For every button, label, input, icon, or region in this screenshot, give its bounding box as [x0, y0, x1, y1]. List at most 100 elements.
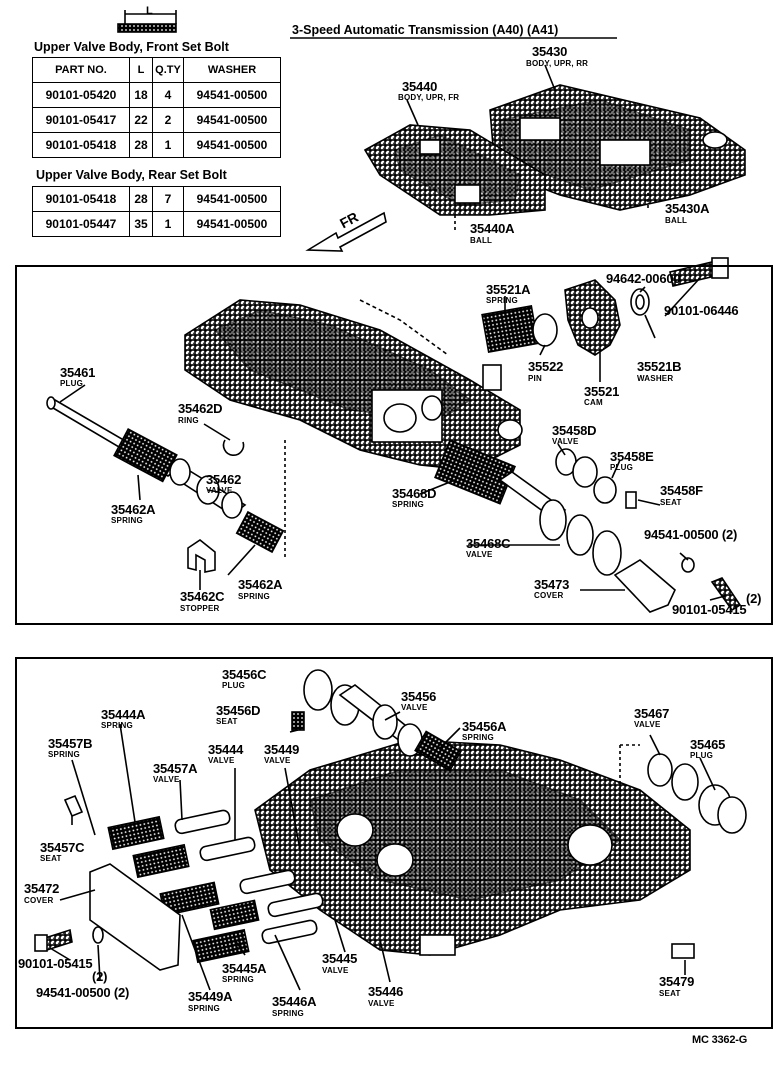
washer-94541-bottom	[92, 926, 104, 944]
table-row: 90101-05418 28 7 94541-00500	[32, 186, 281, 212]
part-number: 35522	[528, 359, 564, 374]
valve-35468C	[498, 471, 622, 576]
part-description: VALVE	[322, 966, 349, 975]
part-description: SPRING	[48, 750, 80, 759]
cell: 94541-00500	[183, 82, 281, 108]
part-number: 35430	[532, 44, 568, 59]
bottom-valve-body	[254, 739, 691, 956]
part-description: VALVE	[206, 486, 233, 495]
part-number: 35449A	[188, 989, 233, 1004]
cell: 1	[152, 211, 184, 237]
part-description: PLUG	[222, 681, 246, 690]
valve-35458D	[555, 448, 598, 488]
cell: 22	[129, 107, 153, 133]
part-number: 35473	[534, 577, 570, 592]
part-number: 35456A	[462, 719, 507, 734]
part-description: SPRING	[111, 516, 143, 525]
col-length: L	[129, 57, 153, 83]
part-quantity: (2)	[92, 969, 108, 984]
part-number: 35457B	[48, 736, 93, 751]
part-number: 35444	[208, 742, 244, 757]
part-description: PLUG	[610, 463, 634, 472]
cell: 90101-05447	[32, 211, 130, 237]
cell: 4	[152, 82, 184, 108]
part-number: 90101-05415	[672, 602, 747, 617]
part-description: SPRING	[188, 1004, 220, 1013]
front-direction-arrow	[305, 211, 387, 252]
spring-35462A-small	[235, 510, 285, 554]
ring-35462D	[222, 439, 245, 456]
part-number: 35461	[60, 365, 96, 380]
part-description: BALL	[665, 216, 688, 225]
cell: 7	[152, 186, 184, 212]
washer-35521B	[630, 288, 650, 316]
part-description: WASHER	[637, 374, 674, 383]
part-description: SPRING	[222, 975, 254, 984]
front-set-bolt-table: PART NO. L Q.TY WASHER 90101-05420 18 4 …	[32, 57, 281, 158]
leader-lines	[49, 277, 726, 991]
cell: 94541-00500	[183, 132, 281, 158]
part-number: 35458F	[660, 483, 703, 498]
bottom-group-frame	[15, 657, 773, 1029]
dimension-label: L	[146, 5, 153, 17]
part-description: RING	[178, 416, 199, 425]
cell: 90101-05420	[32, 82, 130, 108]
part-description: SPRING	[238, 592, 270, 601]
cell: 94541-00500	[183, 107, 281, 133]
part-description: SPRING	[462, 733, 494, 742]
middle-group-frame	[15, 265, 773, 625]
part-description: VALVE	[552, 437, 579, 446]
cell: 90101-05418	[32, 132, 130, 158]
upper-valve-body-rear	[489, 84, 746, 211]
part-description: COVER	[534, 591, 564, 600]
plug-35458E	[593, 476, 617, 504]
part-number: 35468C	[466, 536, 511, 551]
springs-bottom-left	[107, 815, 260, 964]
part-number: 35462C	[180, 589, 225, 604]
part-number: 35472	[24, 881, 60, 896]
cover-35473	[613, 559, 676, 613]
seat-35458F	[625, 491, 637, 509]
part-description: STOPPER	[180, 604, 220, 613]
part-number: 35446A	[272, 994, 317, 1009]
part-number: 35462A	[238, 577, 283, 592]
part-description: PLUG	[690, 751, 714, 760]
seat-35479	[671, 943, 695, 959]
cell: 28	[129, 186, 153, 212]
part-number: 35521B	[637, 359, 682, 374]
part-description: VALVE	[466, 550, 493, 559]
cell: 94541-00500	[183, 211, 281, 237]
part-description: VALVE	[401, 703, 428, 712]
part-number: 35462	[206, 472, 242, 487]
part-number: 35468D	[392, 486, 437, 501]
part-description: SPRING	[486, 296, 518, 305]
part-description: SPRING	[392, 500, 424, 509]
spring-35456A	[414, 730, 462, 772]
part-description: SPRING	[101, 721, 133, 730]
stopper-35462C	[187, 539, 216, 573]
upper-valve-body-front	[363, 124, 546, 216]
table-row: 90101-05417 22 2 94541-00500	[32, 107, 281, 133]
cell: 28	[129, 132, 153, 158]
part-number: 35462D	[178, 401, 223, 416]
cell: 1	[152, 132, 184, 158]
part-number: 35444A	[101, 707, 146, 722]
part-number: 35457A	[153, 761, 198, 776]
valve-35462	[168, 458, 247, 519]
part-description: SEAT	[216, 717, 238, 726]
cell: 35	[129, 211, 153, 237]
part-number: 35456D	[216, 703, 261, 718]
part-description: COVER	[24, 896, 54, 905]
seat-35457C	[63, 794, 84, 818]
col-qty: Q.TY	[152, 57, 184, 83]
page-title: 3-Speed Automatic Transmission (A40) (A4…	[292, 23, 559, 37]
table-header-row: PART NO. L Q.TY WASHER	[32, 57, 281, 83]
part-description: VALVE	[208, 756, 235, 765]
part-number: 94541-00500 (2)	[644, 527, 738, 542]
part-description: BALL	[470, 236, 493, 245]
rear-set-bolt-table: 90101-05418 28 7 94541-00500 90101-05447…	[32, 186, 281, 237]
bolt-90101-05415-middle	[710, 577, 742, 612]
cover-35472	[89, 863, 181, 971]
cell: 90101-05417	[32, 107, 130, 133]
